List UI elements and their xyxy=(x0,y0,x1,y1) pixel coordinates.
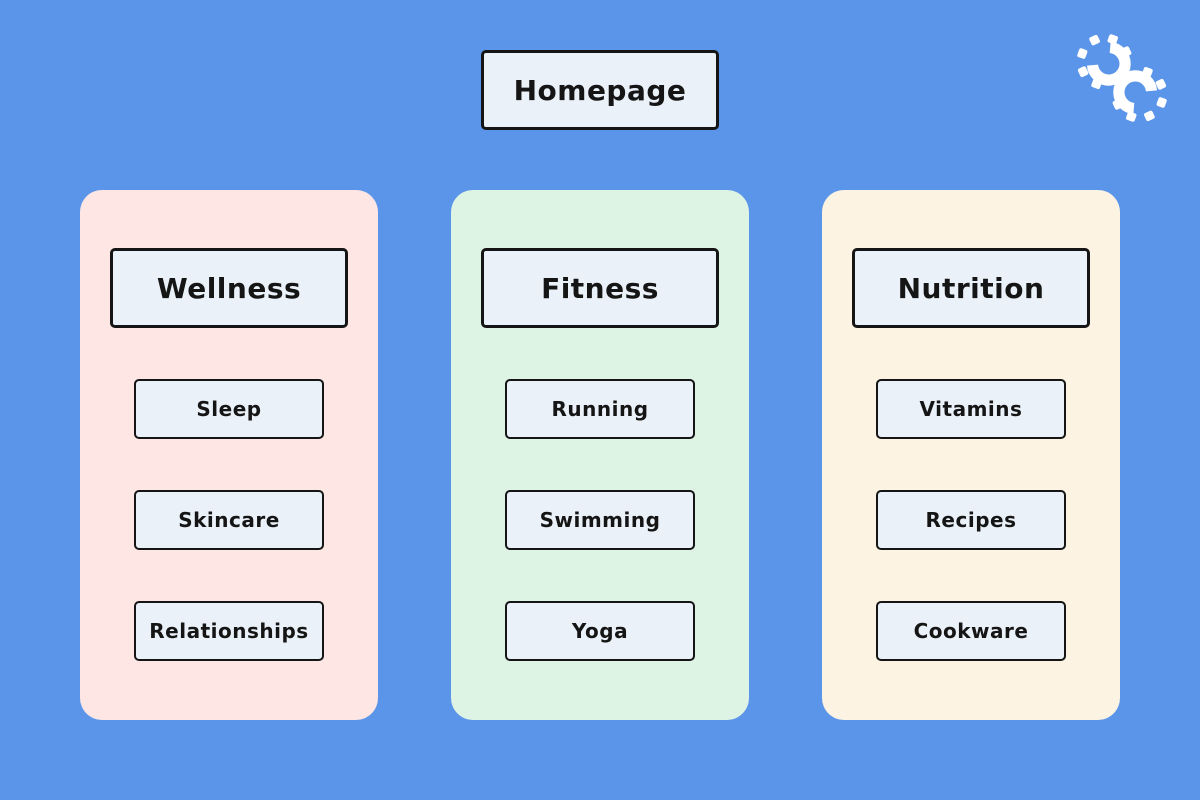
category-columns: Wellness Sleep Skincare Relationships Fi… xyxy=(80,190,1120,720)
fitness-header-node[interactable]: Fitness xyxy=(481,248,719,328)
fitness-item-yoga[interactable]: Yoga xyxy=(505,601,695,661)
wellness-item-sleep[interactable]: Sleep xyxy=(134,379,324,439)
interlocking-gears-logo-icon xyxy=(1074,30,1170,126)
nutrition-item-recipes[interactable]: Recipes xyxy=(876,490,1066,550)
wellness-item-relationships[interactable]: Relationships xyxy=(134,601,324,661)
column-nutrition: Nutrition Vitamins Recipes Cookware xyxy=(822,190,1120,720)
fitness-item-running[interactable]: Running xyxy=(505,379,695,439)
column-wellness: Wellness Sleep Skincare Relationships xyxy=(80,190,378,720)
column-fitness: Fitness Running Swimming Yoga xyxy=(451,190,749,720)
sitemap-root-row: Homepage xyxy=(0,50,1200,130)
wellness-header-node[interactable]: Wellness xyxy=(110,248,348,328)
nutrition-item-vitamins[interactable]: Vitamins xyxy=(876,379,1066,439)
wellness-item-skincare[interactable]: Skincare xyxy=(134,490,324,550)
nutrition-item-cookware[interactable]: Cookware xyxy=(876,601,1066,661)
fitness-item-swimming[interactable]: Swimming xyxy=(505,490,695,550)
homepage-node[interactable]: Homepage xyxy=(481,50,719,130)
nutrition-header-node[interactable]: Nutrition xyxy=(852,248,1090,328)
